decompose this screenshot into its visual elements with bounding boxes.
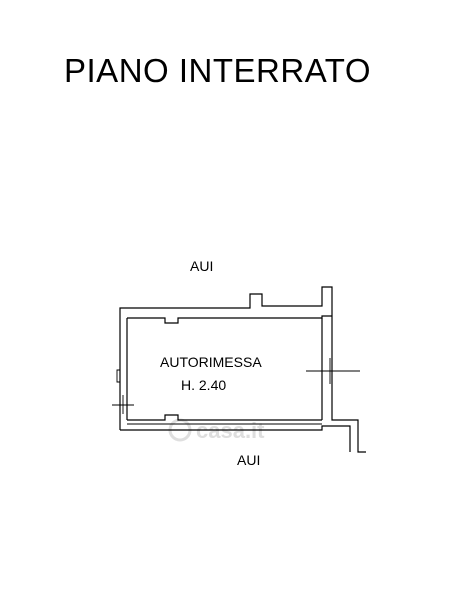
bottom-wall-inner <box>127 414 322 421</box>
adjacent-label-top: AUI <box>190 258 213 274</box>
top-wall-inner <box>127 315 332 324</box>
floor-title: PIANO INTERRATO <box>64 52 371 89</box>
right-wall-outer <box>331 306 366 453</box>
left-recess <box>116 369 120 383</box>
section-markers <box>112 358 360 414</box>
adjacent-label-bottom: AUI <box>237 452 260 468</box>
garage-walls <box>116 286 366 453</box>
room-height: H. 2.40 <box>181 377 226 393</box>
bottom-wall-outer <box>120 425 351 452</box>
room-name: AUTORIMESSA <box>160 354 262 370</box>
top-wall-outer <box>119 286 333 310</box>
